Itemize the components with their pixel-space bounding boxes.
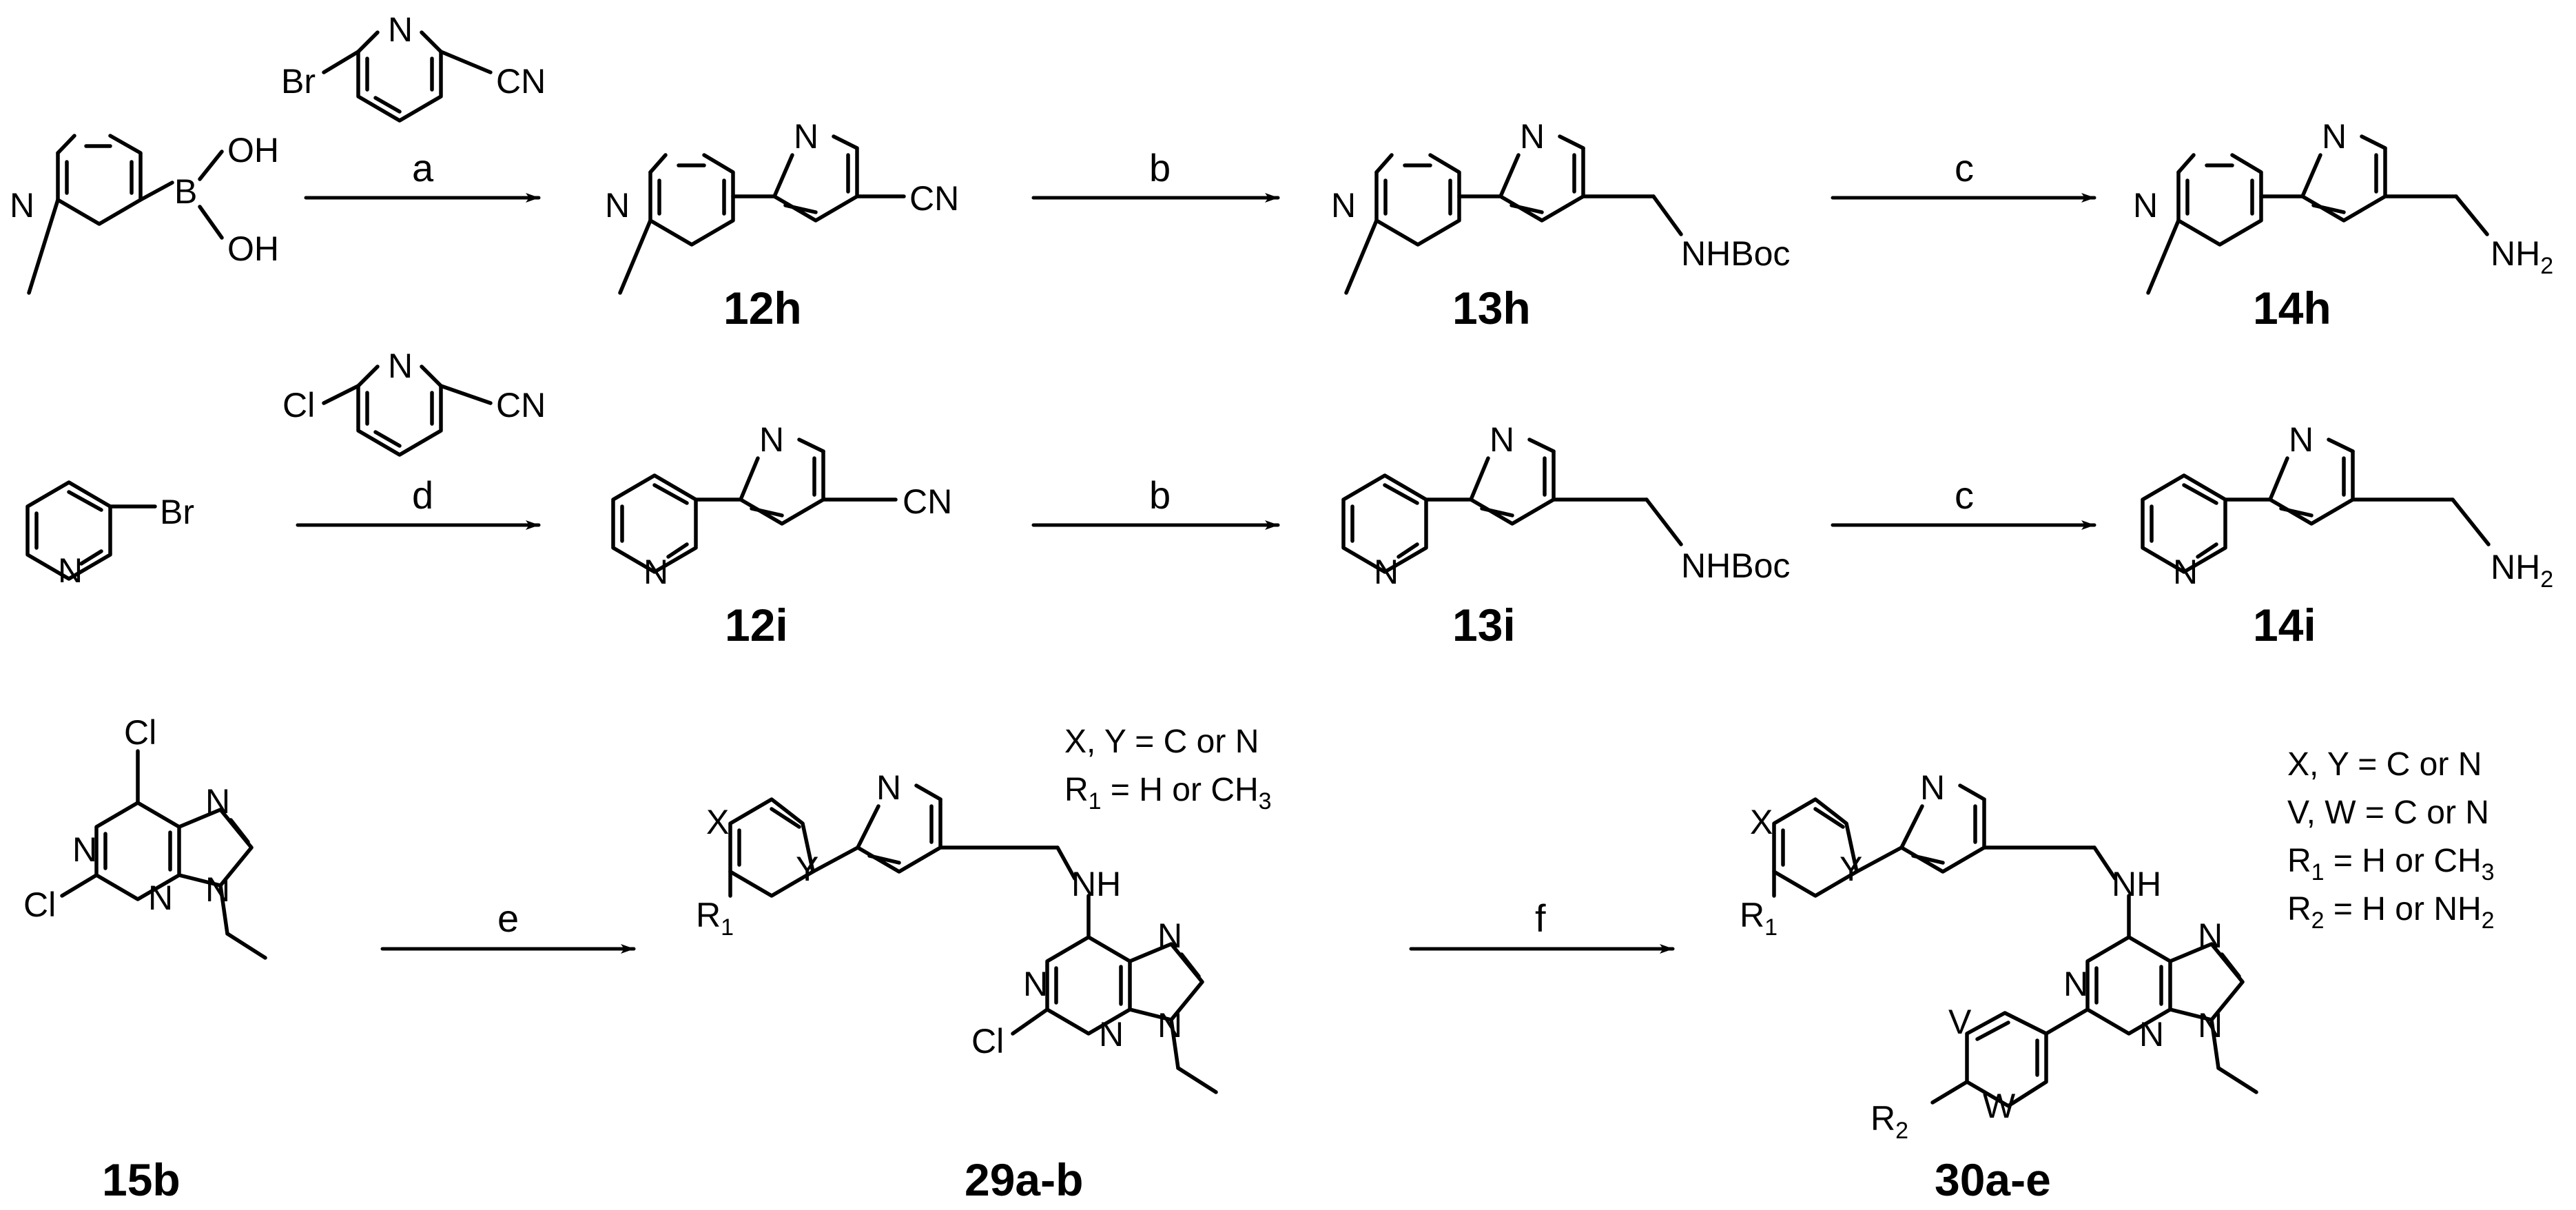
atom-label: N: [2139, 1015, 2164, 1054]
atom-label: N: [1331, 186, 1356, 225]
atom-label: CN: [496, 386, 546, 424]
atom-label: OH: [227, 131, 279, 170]
atom-label: Cl: [971, 1022, 1004, 1060]
atom-label: N: [1490, 420, 1514, 459]
atom-label: N: [1023, 965, 1048, 1003]
compound-label: 29a-b: [965, 1154, 1083, 1205]
atom-label: N: [643, 553, 668, 591]
atom-label: NHBoc: [1681, 546, 1790, 585]
compound-13h-structure: N N NHBoc: [1331, 117, 1790, 295]
compound-label: 14h: [2253, 283, 2331, 334]
atom-label: V: [1948, 1003, 1972, 1041]
reagent-a: a: [412, 146, 434, 189]
atom-label: Br: [281, 62, 316, 101]
atom-label: N: [794, 117, 818, 156]
atom-label: NH: [2112, 865, 2161, 903]
compound-30-structure: X Y R1 N NH N N N N V W R2: [1740, 768, 2258, 1144]
atom-label: Cl: [282, 386, 315, 424]
atom-label: N: [2063, 965, 2088, 1003]
compound-13i-structure: N N NHBoc: [1341, 420, 1790, 591]
reagent-c: c: [1955, 473, 1974, 517]
atom-label: N: [10, 186, 34, 225]
atom-label: N: [72, 830, 97, 869]
atom-label: X: [1750, 803, 1773, 841]
atom-label: N: [58, 551, 83, 590]
reagent-d: d: [412, 473, 433, 517]
atom-label: N: [1374, 553, 1399, 591]
atom-label: R1: [1740, 896, 1778, 941]
atom-label: N: [1157, 916, 1182, 955]
atom-label: N: [2173, 553, 2198, 591]
compound-label: 12h: [723, 283, 802, 334]
compound-15b-structure: Cl N N N N Cl: [23, 713, 267, 960]
atom-label: Br: [160, 493, 194, 531]
substituent-note: V, W = C or N: [2287, 794, 2489, 831]
compound-14h-structure: N N NH2: [2133, 117, 2553, 295]
atom-label: CN: [909, 179, 959, 218]
atom-label: N: [605, 186, 630, 225]
atom-label: W: [1983, 1087, 2016, 1125]
bromopyridine-structure: N Br: [25, 480, 194, 590]
atom-label: N: [2133, 186, 2158, 225]
atom-label: N: [388, 347, 413, 385]
compound-29-structure: X Y R1 N NH N N N N Cl: [696, 768, 1218, 1094]
compound-label: 12i: [725, 599, 788, 650]
atom-label: N: [388, 10, 413, 49]
compound-label: 30a-e: [1935, 1154, 2051, 1205]
reagent-e: e: [497, 896, 519, 940]
chlorocyanopyridine-structure: N Cl CN: [282, 347, 546, 457]
atom-label: NHBoc: [1681, 234, 1790, 273]
compound-label: 14i: [2253, 599, 2316, 650]
reagent-f: f: [1535, 896, 1546, 940]
atom-label: N: [1157, 1006, 1182, 1045]
reagent-b: b: [1149, 473, 1171, 517]
atom-label: N: [1520, 117, 1545, 156]
atom-label: N: [2198, 1006, 2223, 1045]
atom-label: CN: [903, 482, 952, 521]
reagent-b: b: [1149, 146, 1171, 189]
atom-label: Y: [796, 850, 818, 888]
substituent-note: X, Y = C or N: [1064, 724, 1259, 760]
substituent-note: R1 = H or CH3: [2287, 843, 2495, 885]
atom-label: NH: [1071, 865, 1121, 903]
atom-label: N: [2289, 420, 2314, 459]
atom-label: Cl: [23, 885, 56, 924]
atom-label: N: [2198, 916, 2223, 955]
boronic-acid-structure: N B OH OH: [10, 131, 279, 295]
atom-label: B: [174, 172, 197, 211]
atom-label: Cl: [124, 713, 156, 752]
atom-label: NH2: [2491, 548, 2553, 593]
atom-label: N: [1920, 768, 1945, 807]
atom-label: CN: [496, 62, 546, 101]
compound-12i-structure: N N CN: [611, 420, 952, 591]
atom-label: N: [1099, 1015, 1124, 1054]
compound-14i-structure: N N NH2: [2141, 420, 2553, 593]
atom-label: R2: [1871, 1099, 1908, 1144]
compound-label: 13h: [1452, 283, 1531, 334]
atom-label: N: [205, 870, 230, 909]
compound-label: 13i: [1452, 599, 1516, 650]
atom-label: N: [759, 420, 784, 459]
reagent-c: c: [1955, 146, 1974, 189]
substituent-note: X, Y = C or N: [2287, 746, 2482, 783]
bromocyanopyridine-structure: N Br CN: [281, 10, 546, 123]
atom-label: Y: [1840, 850, 1862, 888]
atom-label: N: [148, 879, 173, 917]
atom-label: OH: [227, 229, 279, 268]
atom-label: NH2: [2491, 234, 2553, 279]
substituent-note: R2 = H or NH2: [2287, 891, 2495, 934]
compound-label: 15b: [102, 1154, 181, 1205]
compound-12h-structure: N N CN: [605, 117, 959, 295]
atom-label: R1: [696, 896, 734, 941]
substituent-note: R1 = H or CH3: [1064, 772, 1272, 814]
atom-label: N: [876, 768, 901, 807]
atom-label: N: [2322, 117, 2347, 156]
atom-label: X: [706, 803, 729, 841]
atom-label: N: [205, 782, 230, 821]
